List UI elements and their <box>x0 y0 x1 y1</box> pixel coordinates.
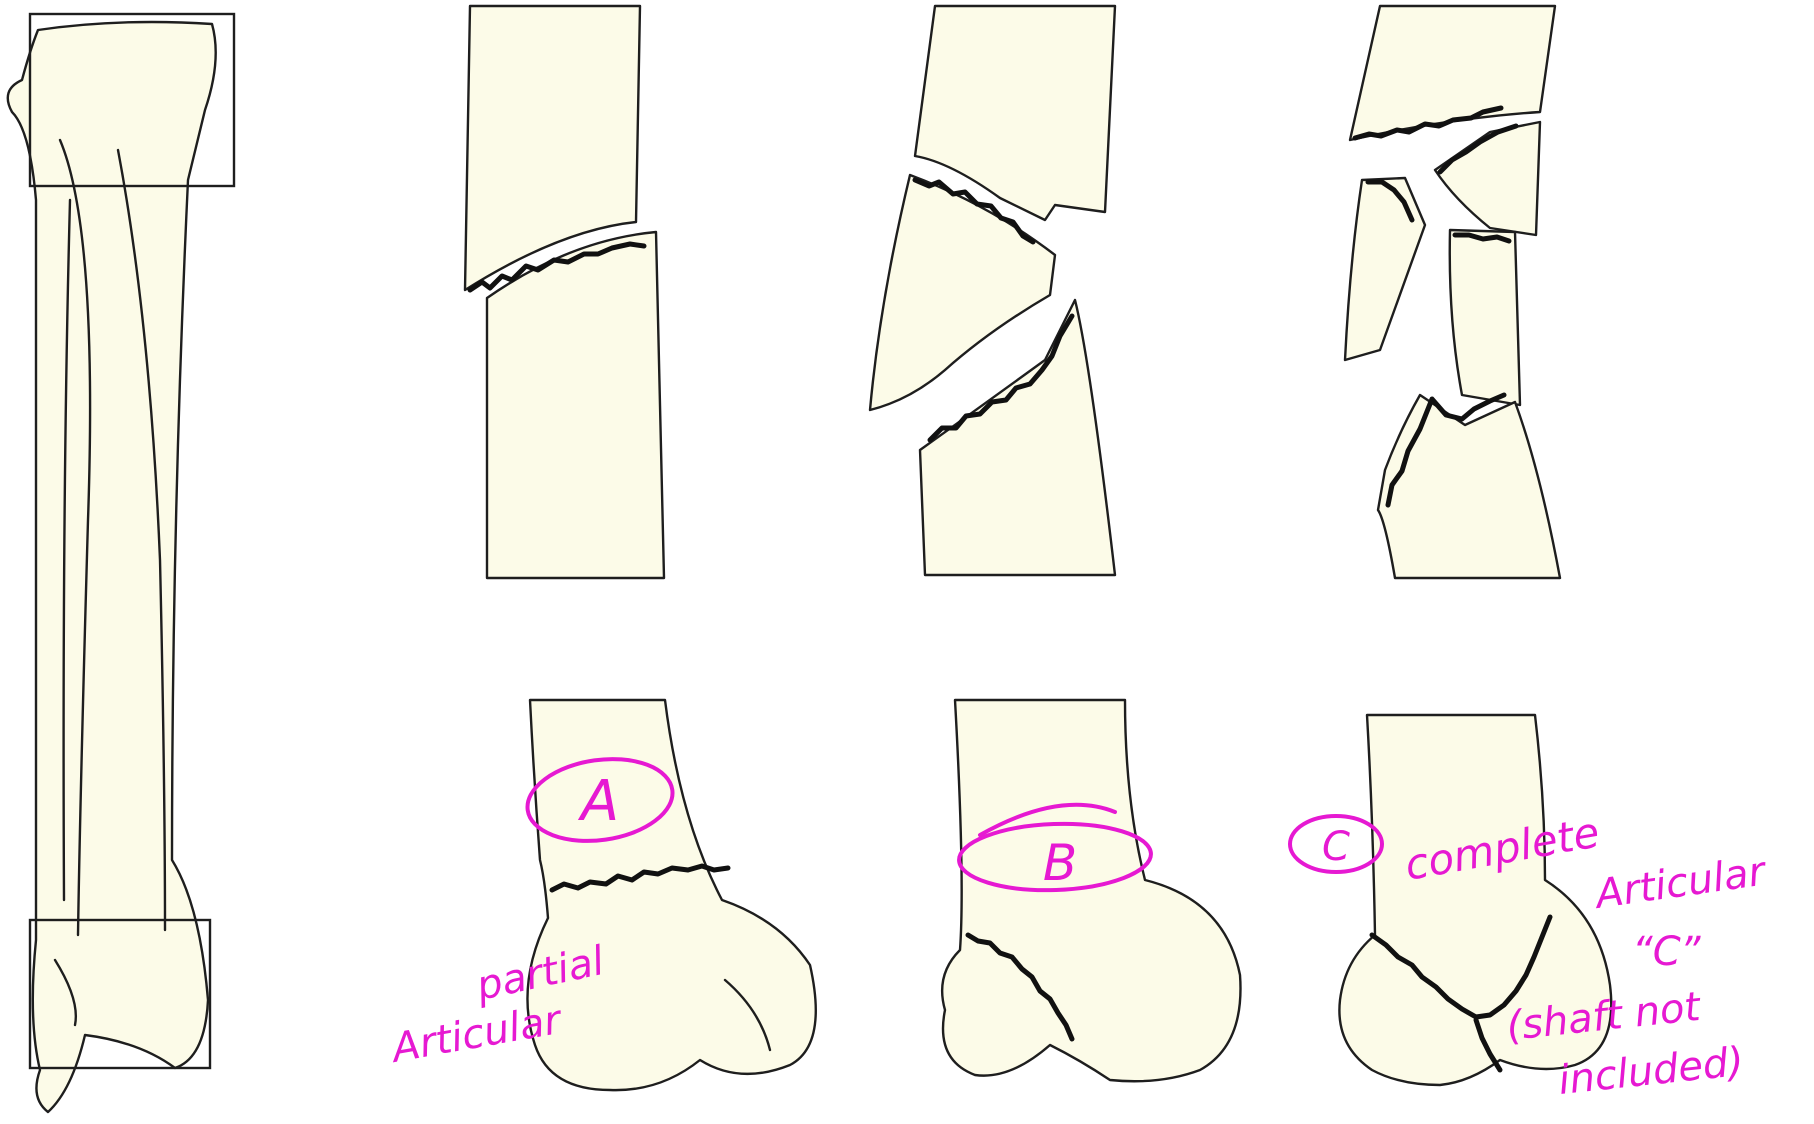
comminuted-shaft-fracture <box>1345 6 1560 578</box>
partial-articular-femur <box>527 700 815 1090</box>
comminuted-middle-fragment <box>1450 230 1520 405</box>
complete-label-line2: Articular <box>1590 848 1770 918</box>
complete-label-line3: “C” <box>1632 929 1701 975</box>
label-c: C <box>1322 824 1350 870</box>
partial-label-line2: Articular <box>386 997 567 1073</box>
complete-articular-fracture-b <box>942 700 1240 1081</box>
simple-fracture-lower-fragment <box>487 232 664 578</box>
comminuted-lower-fragment <box>1378 395 1560 578</box>
label-a: A <box>578 769 619 834</box>
label-b: B <box>1043 834 1077 892</box>
type-b-femur <box>942 700 1240 1081</box>
comminuted-left-fragment <box>1345 178 1425 360</box>
wedge-shaft-fracture <box>870 6 1115 575</box>
tibia-illustration <box>8 14 234 1112</box>
partial-articular-fracture <box>527 700 815 1090</box>
simple-shaft-fracture <box>465 6 664 578</box>
